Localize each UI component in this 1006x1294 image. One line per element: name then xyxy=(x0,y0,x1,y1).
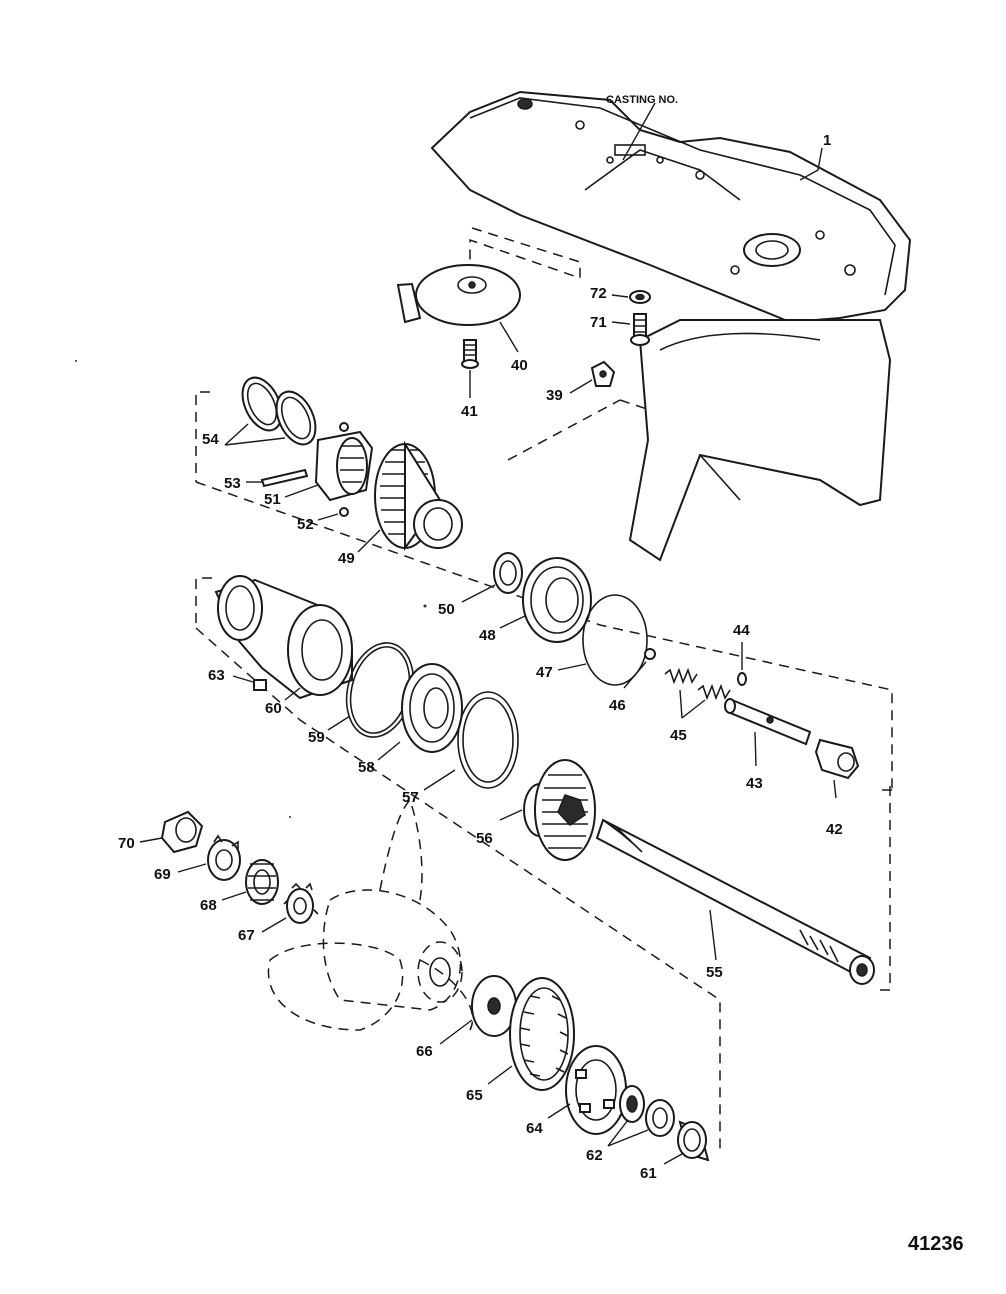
screw-part-71 xyxy=(630,313,650,346)
callout-48: 48 xyxy=(479,627,496,644)
retainer-part-64 xyxy=(565,1045,627,1135)
reverse-gear-part-56 xyxy=(523,759,596,861)
callout-65: 65 xyxy=(466,1087,483,1104)
bearing-part-58 xyxy=(401,663,463,753)
callout-51: 51 xyxy=(264,491,281,508)
callout-63: 63 xyxy=(208,667,225,684)
callout-69: 69 xyxy=(154,866,171,883)
callout-62: 62 xyxy=(586,1147,603,1164)
screw-part-41 xyxy=(461,339,479,369)
propeller-outline xyxy=(267,798,474,1031)
ball-lower-part-52 xyxy=(339,507,349,517)
bearing-part-48 xyxy=(522,557,592,643)
shim-ring-part-57 xyxy=(457,691,519,789)
callout-52: 52 xyxy=(297,516,314,533)
callout-40: 40 xyxy=(511,357,528,374)
casting-number-label: CASTING NO. xyxy=(606,94,678,106)
figure-number: 41236 xyxy=(908,1233,964,1255)
callout-58: 58 xyxy=(358,759,375,776)
callout-66: 66 xyxy=(416,1043,433,1060)
scan-speck xyxy=(289,816,291,818)
callout-54: 54 xyxy=(202,431,219,448)
callout-41: 41 xyxy=(461,403,478,420)
callout-39: 39 xyxy=(546,387,563,404)
callout-56: 56 xyxy=(476,830,493,847)
callout-72: 72 xyxy=(590,285,607,302)
roller-bearing-part-65 xyxy=(509,977,575,1091)
thrust-hub-part-67 xyxy=(283,882,319,924)
callout-43: 43 xyxy=(746,775,763,792)
bearing-carrier-part-60 xyxy=(214,575,353,700)
propeller-shaft-part-55 xyxy=(595,818,875,985)
bearing-part-50 xyxy=(493,552,523,594)
bracket-part-39 xyxy=(590,360,616,387)
callout-67: 67 xyxy=(238,927,255,944)
detent-part-44 xyxy=(737,672,747,686)
key-part-63 xyxy=(253,679,267,691)
callout-71: 71 xyxy=(590,314,607,331)
gear-housing-part-1 xyxy=(430,90,912,562)
gear-part-49 xyxy=(374,440,463,552)
callout-47: 47 xyxy=(536,664,553,681)
prop-nut-part-70 xyxy=(160,810,204,854)
anode-plate-part-40 xyxy=(396,264,521,326)
o-ring-part-47 xyxy=(582,594,648,686)
scan-speck xyxy=(75,360,77,362)
callout-70: 70 xyxy=(118,835,135,852)
callout-1: 1 xyxy=(823,132,831,149)
springs-part-45 xyxy=(664,667,731,701)
callout-57: 57 xyxy=(402,789,419,806)
callout-42: 42 xyxy=(826,821,843,838)
thrust-washer-part-66 xyxy=(471,975,517,1037)
ball-upper-part-52 xyxy=(339,422,349,432)
callout-53: 53 xyxy=(224,475,241,492)
callout-60: 60 xyxy=(265,700,282,717)
tab-washer-part-69 xyxy=(207,834,241,881)
ball-part-46 xyxy=(644,648,656,660)
seals-part-62 xyxy=(619,1085,675,1137)
callout-49: 49 xyxy=(338,550,355,567)
cam-shaft-part-43 xyxy=(724,698,812,746)
spacer-part-68 xyxy=(245,859,279,905)
retaining-rings-part-54 xyxy=(241,376,317,446)
callout-59: 59 xyxy=(308,729,325,746)
callout-68: 68 xyxy=(200,897,217,914)
clutch-part-51 xyxy=(314,430,374,502)
callout-45: 45 xyxy=(670,727,687,744)
scan-speck xyxy=(423,604,427,608)
callout-61: 61 xyxy=(640,1165,657,1182)
needle-bearing-part-61 xyxy=(677,1120,710,1162)
pin-part-53 xyxy=(260,468,309,488)
callout-64: 64 xyxy=(526,1120,543,1137)
callout-46: 46 xyxy=(609,697,626,714)
callout-55: 55 xyxy=(706,964,723,981)
washer-hole-72 xyxy=(635,293,645,301)
callout-50: 50 xyxy=(438,601,455,618)
cam-follower-part-42 xyxy=(814,738,860,780)
callout-44: 44 xyxy=(733,622,750,639)
